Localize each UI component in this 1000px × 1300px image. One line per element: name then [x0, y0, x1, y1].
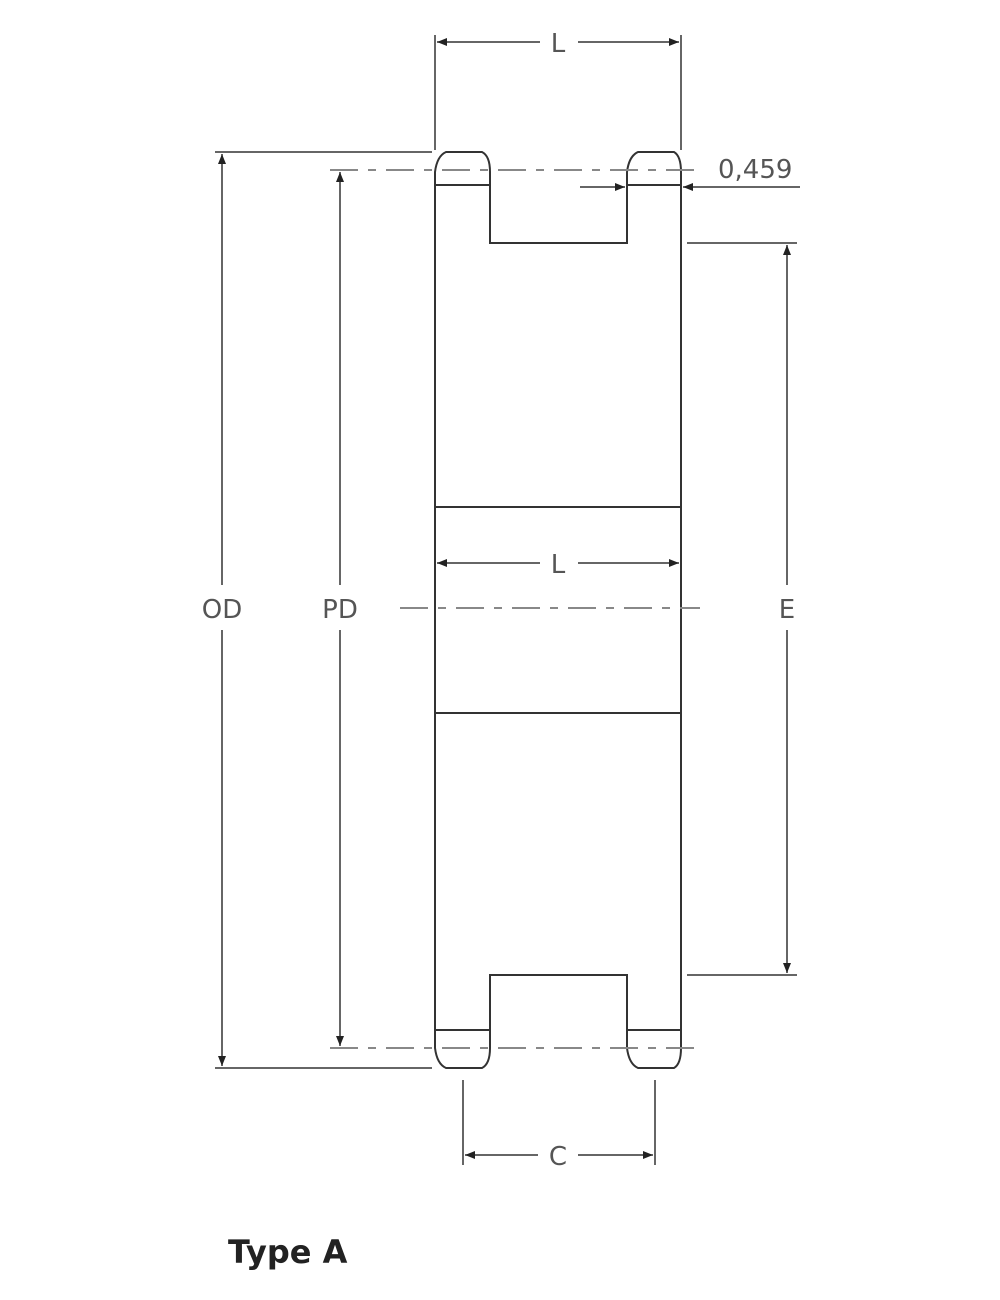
label-pitch-diameter: PD: [322, 595, 358, 625]
label-tooth-spacing: C: [549, 1142, 567, 1172]
label-length-bore: L: [551, 550, 566, 580]
label-outer-diameter: OD: [202, 595, 243, 625]
tooth-top-right: [626, 151, 682, 185]
lower-section-hatch: [434, 712, 682, 1031]
label-tooth-width: 0,459: [718, 155, 792, 185]
tooth-bottom-left: [434, 1030, 491, 1069]
label-hub-diameter: E: [779, 595, 795, 625]
diagram-title: Type A: [228, 1233, 348, 1271]
tooth-top-left: [434, 151, 491, 185]
upper-section-hatch: [434, 184, 682, 508]
tooth-bottom-right: [626, 1030, 682, 1069]
label-length-top: L: [551, 29, 566, 59]
